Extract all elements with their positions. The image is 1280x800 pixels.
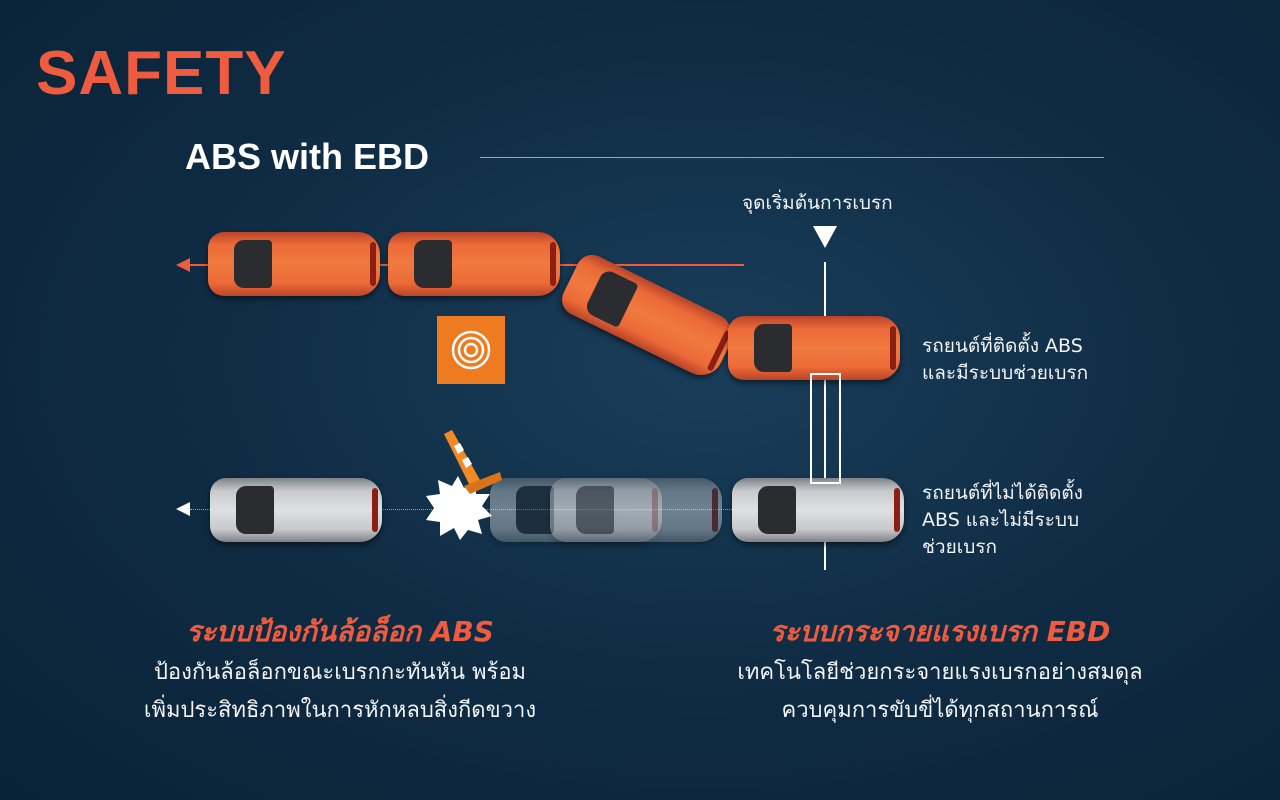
non-abs-car-label-line: ABS และไม่มีระบบ: [922, 509, 1080, 531]
section-title: ABS with EBD: [185, 136, 430, 177]
collision-icon: [424, 474, 492, 546]
abs-description-line: เพิ่มประสิทธิภาพในการหักหลบสิ่งกีดขวาง: [143, 698, 537, 723]
traffic-cone-icon: [440, 430, 504, 500]
brake-start-line: [824, 262, 826, 570]
abs-car-start: [728, 316, 900, 380]
obstacle-icon: [437, 316, 505, 384]
non-abs-car-label-line: รถยนต์ที่ไม่ได้ติดตั้ง: [922, 482, 1083, 504]
non-abs-car-label-line: ช่วยเบรก: [922, 536, 997, 558]
ebd-heading: ระบบกระจายแรงเบรก EBD: [769, 615, 1111, 648]
ebd-description-line: เทคโนโลยีช่วยกระจายแรงเบรกอย่างสมดุล: [737, 660, 1143, 685]
abs-car-label-line: รถยนต์ที่ติดตั้ง ABS: [922, 335, 1083, 357]
ebd-section: ระบบกระจายแรงเบรก EBD เทคโนโลยีช่วยกระจา…: [690, 610, 1190, 730]
abs-car-label: รถยนต์ที่ติดตั้ง ABS และมีระบบช่วยเบรก: [922, 333, 1088, 387]
brake-start-label: จุดเริ่มต้นการเบรก: [742, 192, 893, 214]
non-abs-path-line: [190, 509, 830, 510]
non-abs-car-ghost: [550, 478, 722, 542]
brake-point-marker-icon: [813, 226, 837, 248]
ebd-description-line: ควบคุมการขับขี่ได้ทุกสถานการณ์: [781, 698, 1099, 723]
braking-distance-comparison-box: [810, 373, 841, 484]
abs-car-step: [388, 232, 560, 296]
abs-car-final: [208, 232, 380, 296]
page-title: SAFETY: [36, 39, 287, 108]
non-abs-car-ghost: [490, 478, 662, 542]
abs-description-line: ป้องกันล้อล็อกขณะเบรกกะทันหัน พร้อม: [153, 660, 527, 685]
non-abs-car-final: [210, 478, 382, 542]
abs-direction-arrow-icon: [176, 258, 190, 272]
non-abs-direction-arrow-icon: [176, 502, 190, 516]
title-divider: [480, 157, 1104, 158]
non-abs-car-start: [732, 478, 904, 542]
non-abs-car-label: รถยนต์ที่ไม่ได้ติดตั้ง ABS และไม่มีระบบ …: [922, 480, 1083, 561]
abs-car-swerving: [556, 249, 740, 383]
abs-section: ระบบป้องกันล้อล็อก ABS ป้องกันล้อล็อกขณะ…: [100, 610, 580, 730]
abs-heading: ระบบป้องกันล้อล็อก ABS: [186, 615, 494, 648]
abs-car-label-line: และมีระบบช่วยเบรก: [922, 362, 1089, 384]
